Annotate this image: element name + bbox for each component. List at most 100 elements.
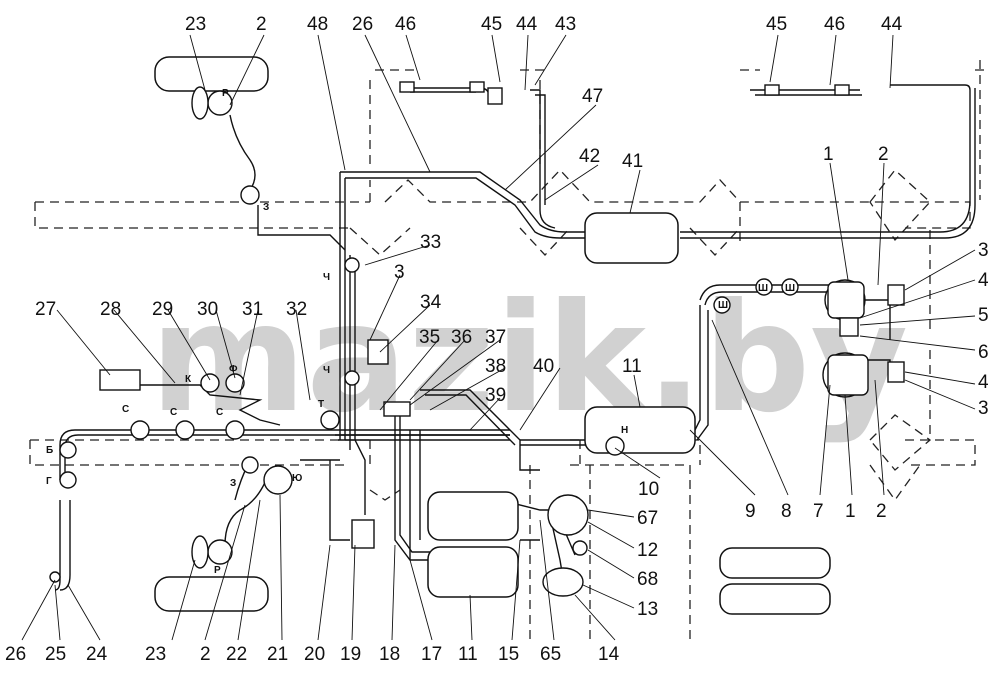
- letter-SH-3: Ш: [718, 300, 728, 311]
- valve-B: [59, 441, 77, 459]
- valve-SH-2: [781, 278, 799, 296]
- callout-68: 68: [637, 569, 658, 590]
- callout-6: 6: [978, 342, 989, 363]
- callout-13: 13: [637, 599, 658, 620]
- callout-33: 33: [420, 232, 441, 253]
- coupling-45-right: [764, 84, 780, 96]
- valve-SH-3: [713, 296, 731, 314]
- receiver-11-upper: [584, 406, 696, 454]
- valve-21: [263, 465, 293, 495]
- valve-S-3: [225, 420, 245, 440]
- receiver-11-lower: [427, 546, 519, 598]
- valve-K: [200, 373, 220, 393]
- letter-Z-rear: З: [230, 478, 236, 489]
- callout-45-left: 45: [481, 14, 502, 35]
- callout-8: 8: [781, 501, 792, 522]
- callout-34: 34: [420, 292, 442, 313]
- valve-S-2: [175, 420, 195, 440]
- valve-3-lower: [887, 361, 905, 383]
- letter-S-3: С: [216, 407, 223, 418]
- letter-B: Б: [46, 445, 53, 456]
- callout-12: 12: [637, 540, 658, 561]
- callout-23-top: 23: [185, 14, 206, 35]
- callout-65: 65: [540, 644, 561, 665]
- front-left-wheel: [154, 56, 269, 92]
- callout-2-top: 2: [256, 14, 267, 35]
- valve-F: [225, 373, 245, 393]
- valve-S-1: [130, 420, 150, 440]
- callout-4-right-2: 4: [978, 372, 989, 393]
- callout-28: 28: [100, 299, 121, 320]
- callout-11-upper: 11: [622, 356, 642, 377]
- callout-3-right-2: 3: [978, 398, 989, 419]
- callout-40: 40: [533, 356, 554, 377]
- callout-26-bottom: 26: [5, 644, 26, 665]
- callout-26-top: 26: [352, 14, 373, 35]
- callout-19: 19: [340, 644, 361, 665]
- valve-G: [59, 471, 77, 489]
- callout-38: 38: [485, 356, 506, 377]
- coupling-46-left: [399, 81, 415, 93]
- valve-T: [320, 410, 340, 430]
- letter-F: Ф: [229, 364, 238, 375]
- vehicle-frame: [29, 60, 990, 640]
- callout-39: 39: [485, 385, 506, 406]
- callout-44-right: 44: [881, 14, 903, 35]
- callout-3-mid: 3: [394, 262, 405, 283]
- callout-4-right-1: 4: [978, 270, 989, 291]
- callout-45-right: 45: [766, 14, 787, 35]
- letter-YU: Ю: [292, 473, 302, 484]
- letter-SH-2: Ш: [785, 283, 795, 294]
- callout-30: 30: [197, 299, 218, 320]
- callout-20: 20: [304, 644, 325, 665]
- valve-letter-labels: Р З Ч Ч Ш Ш Ш К Ф С С С Т Б Г З Ю Р Н: [46, 88, 795, 576]
- letter-R-rear: Р: [214, 565, 221, 576]
- callout-32: 32: [286, 299, 307, 320]
- letter-CH-1: Ч: [323, 272, 330, 283]
- letter-N: Н: [621, 425, 628, 436]
- callout-2-right-top: 2: [878, 144, 889, 165]
- coupling-head-25: [49, 571, 61, 583]
- callout-48: 48: [307, 14, 328, 35]
- callout-14: 14: [598, 644, 620, 665]
- valve-CH-2: [344, 370, 360, 386]
- rear-right-wheel-outer: [719, 547, 831, 579]
- receiver-11-middle: [427, 491, 519, 541]
- leader-lines: [21, 34, 976, 641]
- valve-36: [383, 401, 411, 417]
- rear-left-wheel: [154, 576, 269, 612]
- valve-SH-1: [755, 278, 773, 296]
- callout-labels: 23 2 48 26 46 45 44 43 45 46 44 47 42 41…: [5, 14, 989, 665]
- callout-1-top: 1: [823, 144, 834, 165]
- valve-CH-1: [344, 257, 360, 273]
- callout-9: 9: [745, 501, 756, 522]
- callout-2-bottom: 2: [200, 644, 211, 665]
- valve-Z-front: [240, 185, 260, 205]
- callout-25: 25: [45, 644, 66, 665]
- callout-7: 7: [813, 501, 824, 522]
- valve-34: [367, 339, 389, 365]
- wheels: [154, 56, 831, 615]
- callout-23-bottom: 23: [145, 644, 166, 665]
- callout-46-left: 46: [395, 14, 416, 35]
- valve-44-left: [487, 87, 503, 105]
- callout-31: 31: [242, 299, 263, 320]
- letter-CH-2: Ч: [323, 365, 330, 376]
- valve-12: [547, 494, 589, 536]
- callout-11-lower: 11: [458, 644, 478, 665]
- trailer-control-valve-27: [99, 369, 141, 391]
- callout-27: 27: [35, 299, 56, 320]
- coupling-45-left: [469, 81, 485, 93]
- callout-47: 47: [582, 86, 603, 107]
- letter-SH-1: Ш: [758, 283, 768, 294]
- valve-5: [839, 317, 859, 337]
- callout-37: 37: [485, 327, 506, 348]
- valve-3-upper: [887, 284, 905, 306]
- rear-right-wheel-inner: [719, 583, 831, 615]
- watermark: mazik.by: [150, 272, 908, 446]
- callout-42: 42: [579, 146, 600, 167]
- callout-36: 36: [451, 327, 472, 348]
- callout-18: 18: [379, 644, 400, 665]
